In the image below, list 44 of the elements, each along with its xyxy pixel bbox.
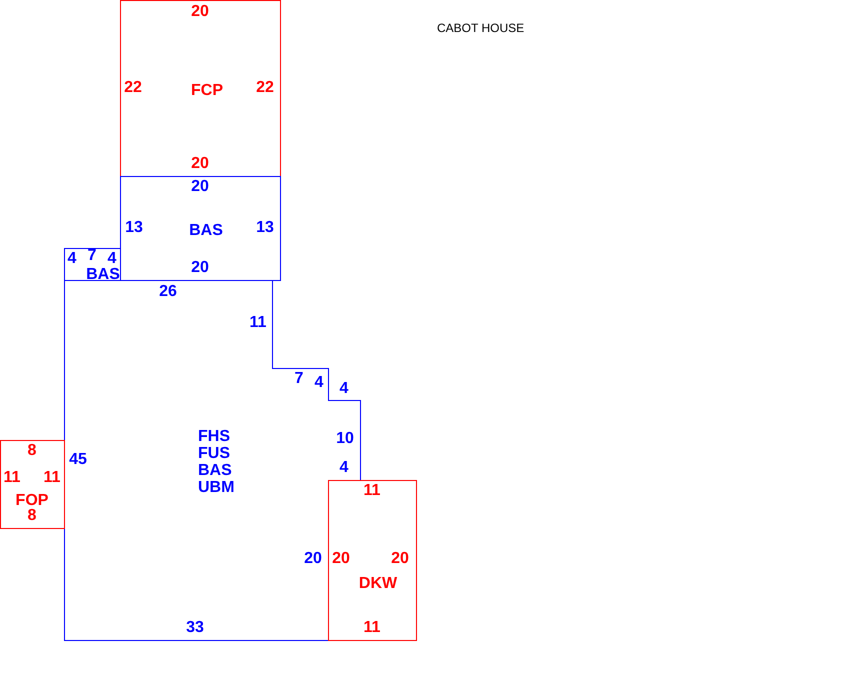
dimension-label: 11 [44,470,60,486]
dimension-label: 20 [191,179,209,195]
dimension-label: 20 [191,4,209,20]
dimension-label: 11 [250,315,266,331]
area-code: DKW [358,576,398,592]
dimension-label: 13 [125,220,143,236]
dimension-label: 26 [159,284,177,300]
dimension-label: 10 [336,431,354,447]
dimension-label: 4 [314,375,324,391]
dimension-label: 22 [256,80,274,96]
dimension-label: 4 [340,460,348,476]
area-code: FUS [198,446,230,462]
dimension-label: 11 [364,483,380,499]
area-code: UBM [198,480,234,496]
area-code: FOP [16,493,48,509]
dimension-label: 7 [294,371,304,387]
dimension-label: 20 [391,551,409,567]
area-outline [64,248,121,281]
dimension-label: 8 [28,443,36,459]
area-outline [328,480,417,641]
plan-title: CABOT HOUSE [437,20,524,37]
dimension-label: 22 [124,80,142,96]
dimension-label: 20 [191,156,209,172]
dimension-label: 4 [108,251,116,267]
dimension-label: 11 [364,620,380,636]
dimension-label: 45 [69,452,87,468]
area-outline [120,0,281,177]
dimension-label: 20 [332,551,350,567]
dimension-label: 13 [256,220,274,236]
dimension-label: 20 [304,551,322,567]
area-code: FHS [198,429,230,445]
area-code: BAS [86,267,120,283]
dimension-label: 8 [28,508,36,524]
area-outline [0,440,65,529]
dimension-label: 4 [68,251,76,267]
area-code: BAS [189,223,223,239]
area-code: FCP [191,83,223,99]
dimension-label: 11 [4,470,20,486]
dimension-label: 7 [88,248,96,264]
area-outline [120,176,281,281]
dimension-label: 33 [186,620,204,636]
area-code: BAS [198,463,232,479]
dimension-label: 4 [340,381,348,397]
dimension-label: 20 [191,260,209,276]
